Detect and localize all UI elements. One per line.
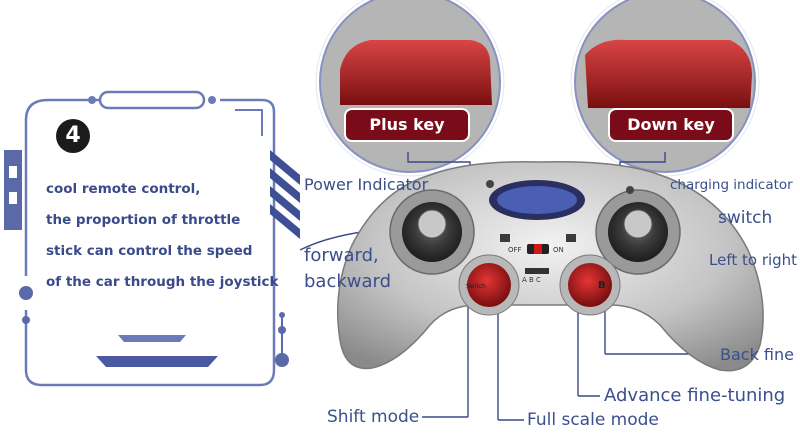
controller-switch-label: Switch — [466, 283, 486, 290]
step-number: 4 — [65, 123, 81, 148]
step-number-badge: 4 — [56, 119, 90, 153]
controller-off-label: OFF — [508, 246, 522, 254]
controller-b-label: B — [598, 280, 606, 291]
forward-backward-label: forward, backward — [304, 243, 391, 295]
full-scale-mode-label: Full scale mode — [527, 410, 659, 430]
forward-label: forward, — [304, 245, 379, 266]
backward-label: backward — [304, 271, 392, 292]
description-line: cool remote control, — [46, 181, 201, 197]
charging-indicator-label: charging indicator — [670, 177, 793, 193]
left-to-right-label: Left to right — [709, 251, 798, 269]
description-line: of the car through the joystick — [46, 274, 279, 290]
power-indicator-label: Power Indicator — [304, 175, 429, 194]
description: cool remote control, the proportion of t… — [46, 174, 296, 298]
plus-key-label: Plus key — [346, 110, 468, 140]
controller-on-label: ON — [553, 246, 564, 254]
controller-abc-label: A B C — [522, 276, 541, 284]
description-line: the proportion of throttle — [46, 212, 241, 228]
description-line: stick can control the speed — [46, 243, 253, 259]
back-fine-label: Back fine — [720, 345, 794, 364]
advance-fine-tuning-label: Advance fine-tuning — [604, 385, 786, 406]
down-key-label: Down key — [610, 110, 732, 140]
shift-mode-label: Shift mode — [327, 407, 420, 427]
switch-label: switch — [718, 208, 773, 228]
info-panel-frame — [4, 90, 300, 387]
